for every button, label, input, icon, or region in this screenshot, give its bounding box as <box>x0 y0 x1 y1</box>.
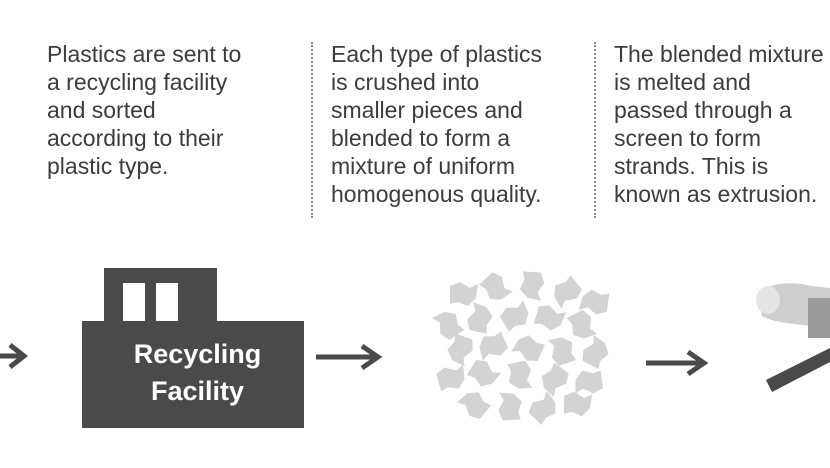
arrow-icon <box>0 343 29 369</box>
plastic-flake <box>575 370 603 394</box>
plastic-flake <box>431 311 465 341</box>
step-2-description: Each type of plastics is crushed into sm… <box>331 40 542 208</box>
plastic-flake <box>498 392 522 421</box>
step-3-line: The blended mixture <box>614 41 824 67</box>
factory-icon <box>82 268 304 428</box>
plastic-flake <box>533 305 567 331</box>
arrow-icon <box>316 343 383 371</box>
step-3-line: is melted and <box>614 69 751 95</box>
plastic-flake <box>582 334 609 370</box>
step-2-line: smaller pieces and <box>331 97 523 123</box>
step-1-line: according to their <box>47 125 224 151</box>
step-3-line: passed through a <box>614 97 792 123</box>
step-3-line: strands. This is <box>614 153 769 179</box>
arrow-icon <box>646 349 709 377</box>
plastic-flake <box>456 392 492 420</box>
step-2-line: blended to form a <box>331 125 511 151</box>
plastic-flake <box>566 309 598 339</box>
plastic-flake <box>554 275 582 309</box>
plastic-flake <box>450 282 478 306</box>
step-2-line: mixture of uniform <box>331 153 516 179</box>
step-2-line: Each type of plastics <box>331 41 542 67</box>
plastic-flake <box>447 333 473 367</box>
plastic-flake <box>479 272 513 300</box>
facility-label: Recycling Facility <box>82 336 313 410</box>
plastic-flakes-icon <box>431 271 610 426</box>
extrusion-icon <box>756 283 830 392</box>
plastic-flake <box>541 362 569 398</box>
step-2-line: is crushed into <box>331 69 480 95</box>
plastic-flake <box>436 364 465 392</box>
step-3-line: screen to form <box>614 125 761 151</box>
step-3-description: The blended mixture is melted and passed… <box>614 40 824 208</box>
step-3-line: known as extrusion. <box>614 181 818 207</box>
step-divider <box>311 42 313 218</box>
step-1-line: Plastics are sent to <box>47 41 242 67</box>
step-1-description: Plastics are sent to a recycling facilit… <box>47 40 241 180</box>
plastic-flake <box>467 302 493 334</box>
step-1-line: a recycling facility <box>47 69 228 95</box>
plastic-flake <box>563 391 593 417</box>
plastic-flake <box>547 337 577 366</box>
facility-label-line2: Facility <box>150 376 245 406</box>
plastic-flake <box>528 390 556 426</box>
plastic-flake <box>511 335 545 362</box>
facility-label-line1: Recycling <box>133 339 262 369</box>
plastic-flake <box>466 359 502 387</box>
step-1-line: and sorted <box>47 97 156 123</box>
step-divider <box>594 42 596 218</box>
plastic-flake <box>578 289 610 315</box>
step-2-line: homogenous quality. <box>331 181 542 207</box>
step-1-line: plastic type. <box>47 153 169 179</box>
plastic-flake <box>507 360 533 389</box>
plastic-flake <box>519 271 545 301</box>
plastic-flake <box>499 300 529 332</box>
plastic-flake <box>479 331 509 361</box>
